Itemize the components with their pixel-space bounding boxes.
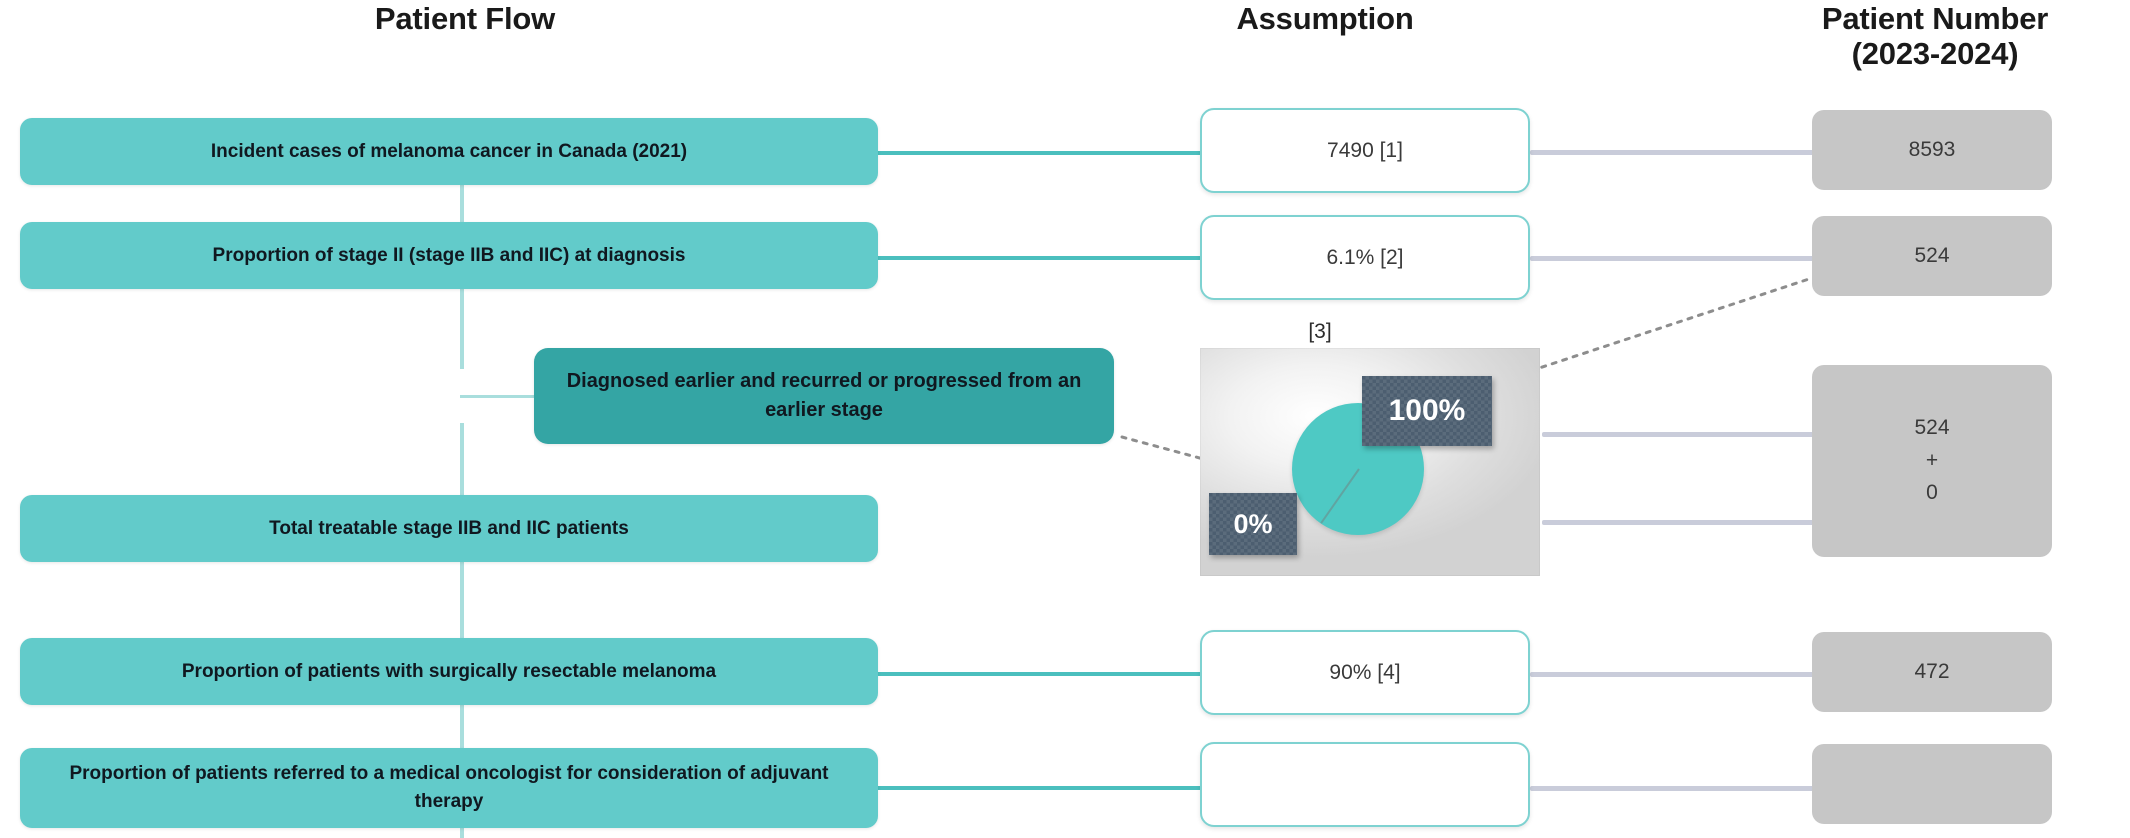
assumption-box-row-6[interactable]: [1200, 742, 1530, 827]
connector-assumption-to-number-1: [1530, 150, 1815, 155]
number-value: 472: [1914, 659, 1950, 683]
flow-box-row-4[interactable]: Total treatable stage IIB and IIC patien…: [20, 495, 878, 562]
patient-number-header-line-1: Patient Number: [1821, 1, 2049, 36]
flow-box-row-5[interactable]: Proportion of patients with surgically r…: [20, 638, 878, 705]
column-header-assumption: Assumption: [1236, 1, 1414, 36]
connector-pie-to-number-top: [1542, 432, 1814, 437]
number-value: 8593: [1908, 137, 1956, 161]
assumption-value: 7490 [1]: [1327, 138, 1403, 162]
connector-pie-to-number-bottom: [1542, 520, 1814, 525]
connector-assumption-to-number-2: [1530, 256, 1815, 261]
connector-flow-to-assumption-5: [878, 672, 1200, 676]
number-value-line-1: 524: [1914, 416, 1950, 440]
number-box-row-1[interactable]: 8593: [1812, 110, 2052, 190]
connector-assumption-to-number-6: [1530, 786, 1815, 791]
assumption-box-row-5[interactable]: 90% [4]: [1200, 630, 1530, 715]
connector-flow-to-assumption-6: [878, 786, 1200, 790]
number-value: 524: [1914, 243, 1950, 267]
number-box-row-2[interactable]: 524: [1812, 216, 2052, 296]
flow-box-row-1[interactable]: Incident cases of melanoma cancer in Can…: [20, 118, 878, 185]
number-box-row-6[interactable]: [1812, 744, 2052, 824]
connector-assumption-to-number-5: [1530, 672, 1815, 677]
number-value-line-2: 0: [1926, 481, 1938, 505]
number-value-operator: +: [1925, 448, 1939, 472]
pie-label-text: 0%: [1233, 508, 1273, 539]
assumption-value: 6.1% [2]: [1326, 245, 1404, 269]
assumption-box-row-1[interactable]: 7490 [1]: [1200, 108, 1530, 193]
pie-label-100-percent: 100%: [1362, 376, 1492, 446]
patient-number-header-line-2: (2023-2024): [1851, 35, 2019, 71]
assumption-value: 90% [4]: [1329, 660, 1401, 684]
connector-flow-to-assumption-1: [878, 151, 1200, 155]
flow-box-label: Incident cases of melanoma cancer in Can…: [210, 140, 688, 162]
pie-label-0-percent: 0%: [1209, 493, 1297, 555]
assumption-box-row-2[interactable]: 6.1% [2]: [1200, 215, 1530, 300]
flow-box-label: Proportion of stage II (stage IIB and II…: [212, 244, 686, 266]
column-header-patient-flow: Patient Flow: [374, 1, 556, 36]
number-box-row-5[interactable]: 472: [1812, 632, 2052, 712]
flow-spine-branch-stub: [460, 395, 538, 398]
pie-chart-reference-label: [3]: [1308, 320, 1332, 343]
flow-box-row-6[interactable]: Proportion of patients referred to a med…: [20, 748, 878, 828]
flow-box-label: Diagnosed earlier and recurred or progre…: [566, 370, 1082, 421]
pie-chart-panel[interactable]: 100% 0%: [1200, 348, 1540, 576]
flow-spine-lower: [460, 423, 464, 838]
pie-label-text: 100%: [1388, 394, 1466, 427]
connector-flow-to-assumption-2: [878, 256, 1200, 260]
flow-box-label: Total treatable stage IIB and IIC patien…: [269, 517, 629, 539]
number-box-row-3[interactable]: 524 + 0: [1812, 365, 2052, 557]
flow-box-row-3[interactable]: Diagnosed earlier and recurred or progre…: [534, 348, 1114, 444]
flow-box-row-2[interactable]: Proportion of stage II (stage IIB and II…: [20, 222, 878, 289]
flow-box-label: Proportion of patients with surgically r…: [181, 660, 717, 682]
column-header-patient-number: Patient Number (2023-2024): [1790, 1, 2080, 71]
flow-box-label: Proportion of patients referred to a med…: [69, 763, 829, 812]
